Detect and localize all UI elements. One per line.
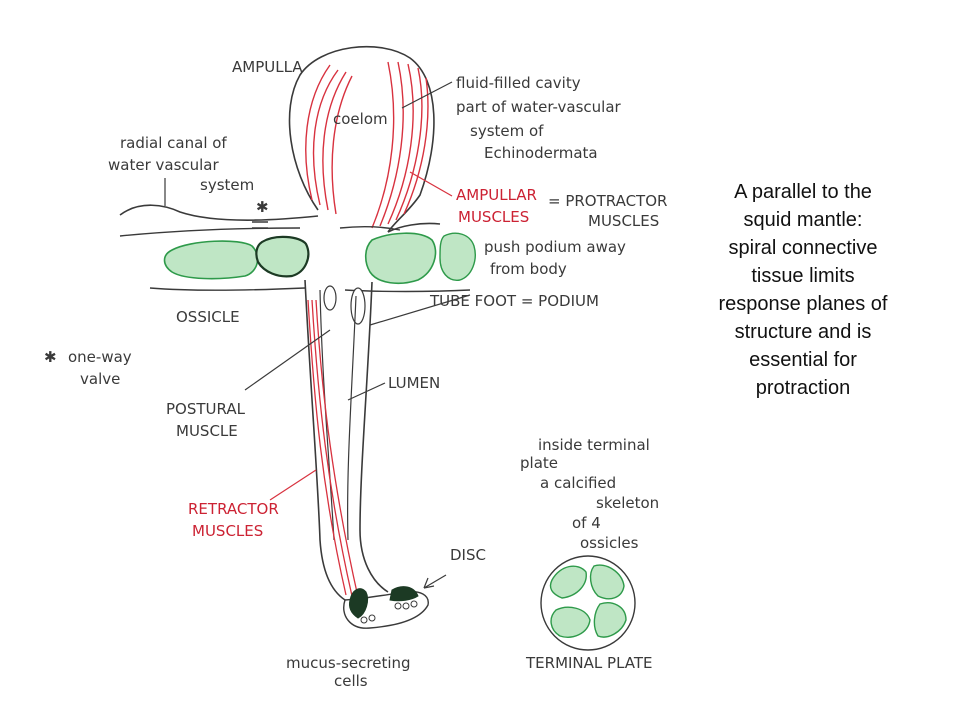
caption-line: tissue limits [751,265,855,287]
caption-line: essential for [749,349,857,371]
label-coelom: coelom [333,110,388,128]
terminal-ossicle-1 [549,565,587,599]
label-radial-canal-3: system [200,176,254,194]
disc-dark-left [349,588,369,619]
caption-line: A parallel to the [734,181,872,203]
label-one-way-2: valve [80,370,120,388]
label-inside-terminal-4: skeleton [596,494,659,512]
label-one-way-1: one-way [68,348,132,366]
caption-line: response planes of [718,293,888,315]
label-ampulla: AMPULLA [232,58,303,76]
tube-foot-outer-left [304,279,346,601]
radial-canal-top-right [387,222,441,233]
label-ossicle: OSSICLE [176,308,240,326]
tube-foot-inner-right [347,295,357,541]
caption-line: protraction [755,377,851,399]
label-push-podium-1: push podium away [484,238,626,256]
leader-lines [164,81,471,589]
body-wall-lower [149,287,471,293]
valve-star-icon: ✱ [256,198,269,216]
label-tube-foot: TUBE FOOT = PODIUM [429,292,599,310]
label-radial-canal-2: water vascular [108,156,220,174]
tube-foot-inner-left [319,289,335,541]
label-fluid-cavity-2: part of water-vascular [456,98,622,116]
ossicle-right-1 [364,232,437,285]
terminal-ossicle-3 [593,602,627,638]
label-postural-1: POSTURAL [166,400,246,418]
label-inside-terminal-1: inside terminal [538,436,650,454]
label-fluid-cavity-1: fluid-filled cavity [456,74,581,92]
label-postural-2: MUSCLE [176,422,238,440]
ampullar-muscle-lines-left [305,64,353,215]
disc-arrow-icon [423,577,435,589]
terminal-plate-circle [540,555,636,651]
label-ampullar-2: MUSCLES [458,208,529,226]
ampulla-outline [288,45,435,233]
disc-dark-right [389,586,419,602]
label-disc: DISC [450,546,486,564]
one-way-star-icon: ✱ [44,348,57,366]
caption-line: squid mantle: [743,209,863,231]
tube-foot-outer-right [359,281,389,593]
label-fluid-cavity-3: system of [470,122,544,140]
label-inside-terminal-3: a calcified [540,474,616,492]
caption-line: spiral connective [728,237,878,259]
nodule-right [350,287,366,325]
terminal-ossicle-4 [550,606,591,638]
label-protractor-1: = PROTRACTOR [548,192,667,210]
label-retractor-2: MUSCLES [192,522,263,540]
ampullar-muscle-lines-right [371,61,429,229]
radial-canal-top [119,204,319,221]
valve-line [252,221,268,229]
radial-canal-bottom [119,225,401,237]
mucus-cells-marks [360,600,418,624]
label-terminal-plate: TERMINAL PLATE [525,654,653,672]
label-inside-terminal-6: ossicles [580,534,639,552]
leader-lines-red [269,171,453,501]
nodule-left [323,285,337,311]
caption-text: A parallel to the squid mantle: spiral c… [688,178,918,402]
ossicle-right-2 [439,232,476,281]
label-inside-terminal-5: of 4 [572,514,601,532]
label-mucus-2: cells [334,672,368,690]
label-retractor-1: RETRACTOR [188,500,279,518]
ossicle-left [163,240,259,280]
label-protractor-2: MUSCLES [588,212,659,230]
label-fluid-cavity-4: Echinodermata [484,144,598,162]
label-radial-canal-1: radial canal of [120,134,227,152]
label-ampullar-1: AMPULLAR [456,186,537,204]
terminal-ossicle-2 [589,564,625,600]
label-lumen: LUMEN [388,374,440,392]
label-mucus-1: mucus-secreting [286,654,411,672]
ossicle-center [255,235,310,278]
label-inside-terminal-2: plate [520,454,558,472]
label-push-podium-2: from body [490,260,567,278]
caption-line: structure and is [734,321,872,343]
